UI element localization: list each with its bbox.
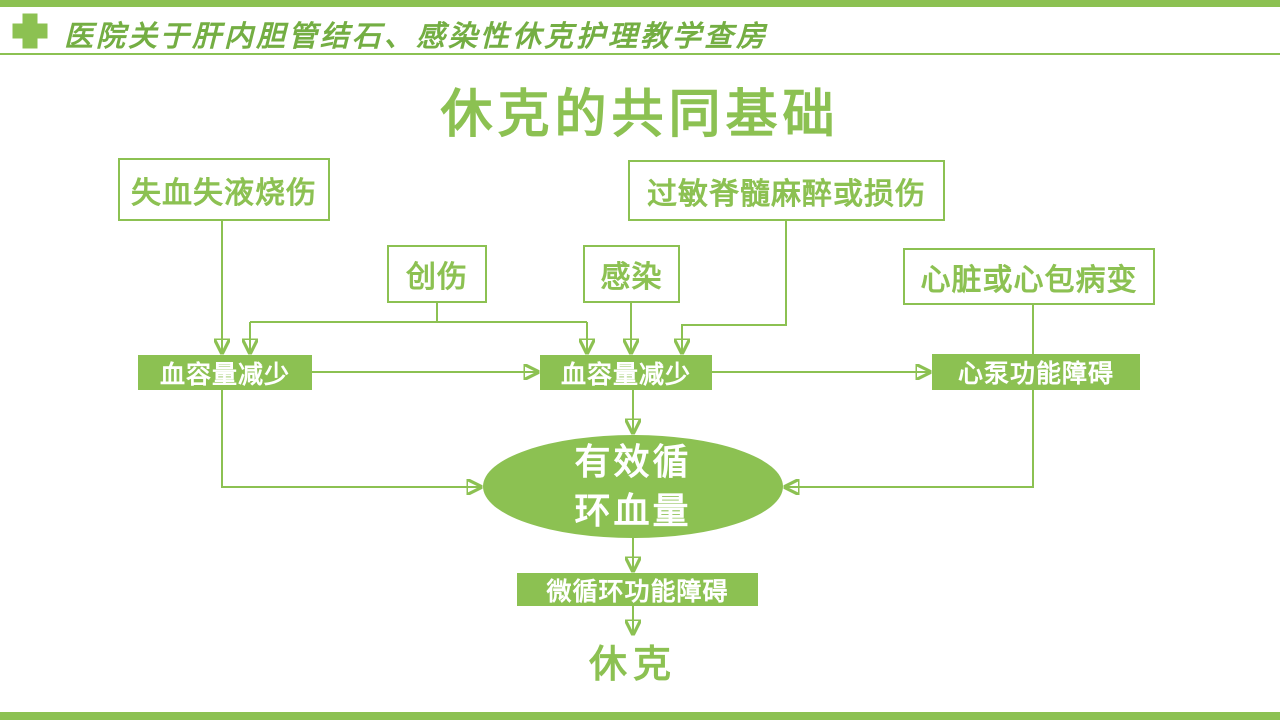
- node-label-line1: 有效循: [574, 440, 692, 482]
- node-trauma: 创伤: [387, 245, 487, 303]
- node-effective-circulating-volume: 有效循 环血量: [483, 435, 783, 538]
- node-label-line2: 环血量: [574, 489, 692, 531]
- header-title: 医院关于肝内胆管结石、感染性休克护理教学查房: [64, 21, 769, 53]
- node-cardiac-pericardial-disease: 心脏或心包病变: [903, 248, 1155, 305]
- node-label: 感染: [600, 261, 663, 294]
- top-accent-bar: [0, 0, 1280, 7]
- node-hemorrhage-fluid-loss-burn: 失血失液烧伤: [118, 158, 330, 221]
- node-pump-failure: 心泵功能障碍: [932, 354, 1140, 390]
- node-hypovolemia-center: 血容量减少: [540, 355, 712, 390]
- bottom-accent-bar: [0, 712, 1280, 720]
- node-label: 血容量减少: [560, 360, 691, 389]
- node-allergy-spinal-anesthesia-injury: 过敏脊髓麻醉或损伤: [628, 160, 945, 221]
- page-title: 休克的共同基础: [440, 86, 840, 144]
- node-label: 失血失液烧伤: [131, 176, 317, 210]
- medical-cross-icon: [10, 11, 50, 51]
- node-shock: 休克: [483, 636, 783, 686]
- header-divider: [0, 53, 1280, 55]
- node-label: 心脏或心包病变: [920, 263, 1138, 297]
- node-microcirculation-dysfunction: 微循环功能障碍: [517, 573, 758, 606]
- node-label: 过敏脊髓麻醉或损伤: [647, 177, 926, 211]
- node-label: 创伤: [406, 261, 468, 294]
- node-label: 血容量减少: [159, 360, 290, 389]
- node-label: 休克: [588, 643, 677, 686]
- node-infection: 感染: [583, 245, 680, 303]
- node-hypovolemia-left: 血容量减少: [138, 355, 312, 390]
- node-label: 心泵功能障碍: [957, 360, 1114, 388]
- node-label: 微循环功能障碍: [546, 577, 729, 606]
